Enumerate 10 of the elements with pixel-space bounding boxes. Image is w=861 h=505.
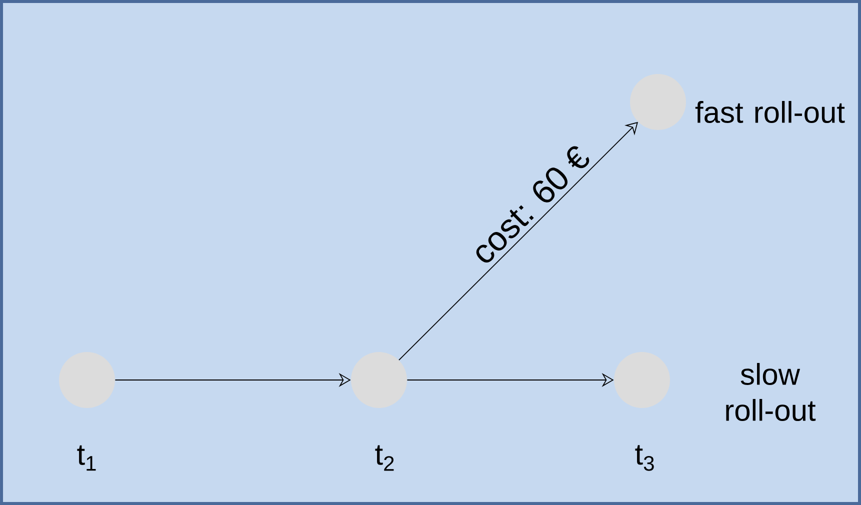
- edge-label: cost: 60 €: [476, 146, 590, 263]
- circle-node: [630, 74, 686, 130]
- circle-node: [614, 352, 670, 408]
- node-label: t$_{3}$: [635, 445, 654, 471]
- circle-node: [59, 352, 115, 408]
- node-label: t$_{2}$: [375, 445, 394, 471]
- circle-node: [351, 352, 407, 408]
- node-label: fast roll-out: [695, 100, 845, 124]
- node-label: t$_{1}$: [77, 445, 96, 471]
- node-label: slow roll-out: [726, 362, 816, 422]
